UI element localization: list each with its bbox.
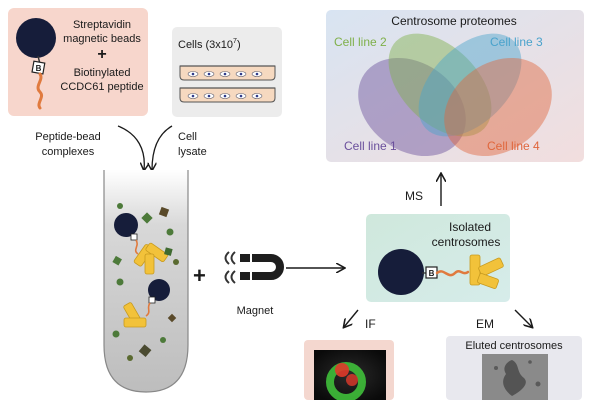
isolated-box: Isolated centrosomes B (366, 214, 510, 302)
debris-3-icon (112, 255, 122, 266)
em-label: EM (476, 317, 494, 331)
proteomes-box: Centrosome proteomes Cell line 2 Cell li… (326, 10, 584, 162)
debris-dot-7-icon (117, 203, 123, 209)
debris-5-icon (138, 344, 152, 358)
isolated-biotin-letter: B (429, 269, 435, 278)
if-panel (304, 340, 394, 400)
em-panel: Eluted centrosomes (446, 336, 582, 400)
magnet-icon (224, 251, 284, 284)
cell-line-1-label: Cell line 1 (344, 139, 397, 153)
debris-dot-4-icon (112, 330, 120, 338)
isolated-line1: Isolated (449, 220, 491, 234)
debris-dot-3-icon (173, 259, 179, 265)
em-speck-1-icon (494, 366, 498, 370)
isolated-line2: centrosomes (432, 235, 501, 249)
tube-peptide-1-icon (134, 239, 139, 255)
lysate-arrow-icon (152, 125, 173, 170)
lysate-label-2: lysate (178, 146, 207, 158)
tube (103, 170, 189, 393)
venn-cell-line-2 (388, 33, 492, 137)
debris-6-icon (167, 313, 177, 323)
beads-line4: CCDC61 peptide (60, 81, 143, 93)
magnet-plus: + (193, 263, 206, 288)
tube-centrosome-1-icon (133, 242, 168, 275)
tube-biotin-1-icon (130, 233, 138, 241)
complexes-arrow-icon (117, 125, 144, 170)
isolated-bead-icon (378, 249, 424, 295)
tube-centrosome-2-icon (123, 302, 147, 328)
debris-dot-6-icon (127, 355, 133, 361)
debris-dot-2-icon (116, 278, 124, 286)
em-speck-3-icon (528, 360, 532, 364)
tube-bead-2-icon (148, 279, 170, 301)
bead-icon (16, 18, 56, 58)
biotin-letter: B (36, 64, 42, 73)
peptide-icon (36, 72, 44, 110)
debris-2-icon (158, 206, 170, 218)
culture-flask-1-icon (179, 65, 276, 81)
beads-line1: Streptavidin (73, 19, 131, 31)
tube-biotin-2-icon (148, 296, 156, 304)
eluted-title: Eluted centrosomes (465, 340, 563, 352)
debris-dot-5-icon (160, 337, 166, 343)
beads-line3: Biotinylated (74, 67, 131, 79)
debris-dot-1-icon (166, 228, 174, 236)
isolated-centrosome-icon (469, 254, 504, 289)
proteomes-title: Centrosome proteomes (391, 14, 516, 28)
cell-line-2-label: Cell line 2 (334, 35, 387, 49)
beads-plus: + (97, 46, 106, 63)
proteomes-box-bg (326, 10, 584, 162)
tube-peptide-2-icon (145, 302, 151, 317)
debris-1-icon (141, 212, 153, 224)
em-centrosome-icon (503, 360, 526, 396)
em-arrow-icon (514, 309, 532, 327)
magnet-label: Magnet (237, 305, 274, 317)
venn-cell-line-3 (418, 33, 522, 137)
if-label: IF (365, 317, 376, 331)
isolated-peptide-icon (435, 270, 470, 277)
complexes-label-2: complexes (42, 146, 95, 158)
lysate-label-1: Cell (178, 131, 197, 143)
cell-line-4-label: Cell line 4 (487, 139, 540, 153)
complexes-label-1: Peptide-bead (35, 131, 100, 143)
cell-line-3-label: Cell line 3 (490, 35, 543, 49)
if-red-spot-2-icon (346, 374, 358, 386)
tube-bead-1-icon (114, 213, 138, 237)
venn-cell-line-1 (358, 57, 466, 157)
em-speck-2-icon (535, 381, 541, 387)
debris-4-icon (164, 247, 173, 256)
beads-line2: magnetic beads (63, 33, 141, 45)
if-red-spot-1-icon (335, 363, 349, 377)
venn-cell-line-4 (444, 57, 552, 157)
beads-box: B Streptavidin magnetic beads + Biotinyl… (8, 8, 148, 116)
ms-label: MS (405, 189, 423, 203)
culture-flask-2-icon (179, 87, 276, 103)
biotin-icon (31, 60, 46, 75)
cells-label: Cells (3x107) (178, 38, 241, 51)
if-arrow-icon (344, 309, 359, 327)
cells-box: Cells (3x107) (172, 27, 282, 117)
